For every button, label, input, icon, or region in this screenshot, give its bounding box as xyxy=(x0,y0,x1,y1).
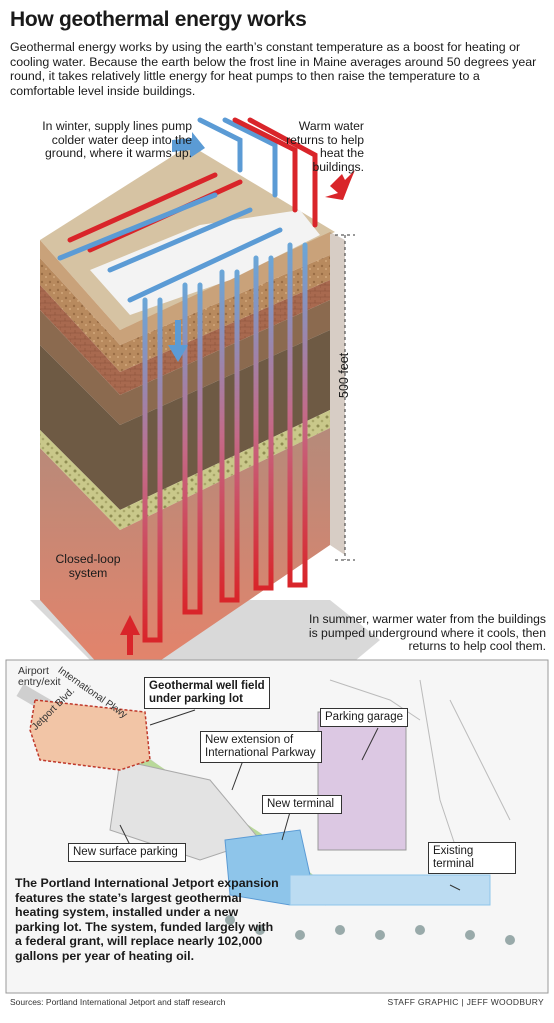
up-arrow-icon xyxy=(120,615,140,655)
well-loop-3 xyxy=(219,269,240,603)
cold-pipe-horizontal xyxy=(57,192,283,303)
pointer-garage xyxy=(361,727,379,761)
jetport-description: The Portland International Jetport expan… xyxy=(15,876,279,963)
block-side xyxy=(330,232,345,555)
intro-text: Geothermal energy works by using the ear… xyxy=(10,40,537,98)
aircraft-parking xyxy=(225,915,515,945)
pointer-parking xyxy=(119,824,131,846)
return-riser xyxy=(232,117,318,228)
parking-garage-area xyxy=(317,711,407,851)
pointer-existing xyxy=(449,884,461,891)
well-field-area xyxy=(29,699,151,771)
depth-dimension xyxy=(335,234,355,561)
warm-out-arrow-icon xyxy=(325,170,355,200)
map xyxy=(16,679,515,945)
well-loop-5 xyxy=(287,242,308,588)
parking-garage-label: Parking garage xyxy=(320,708,408,727)
well-field-label: Geothermal well field under parking lot xyxy=(144,677,270,709)
well-loop-1 xyxy=(142,297,163,643)
depth-label: 500 feet xyxy=(337,352,351,398)
sources-text: Sources: Portland International Jetport … xyxy=(10,997,226,1007)
road-lines xyxy=(329,679,511,861)
pointer-wellfield xyxy=(149,709,196,726)
well-loop-2 xyxy=(182,282,203,615)
existing-terminal-label: Existing terminal xyxy=(428,842,516,874)
layer-3 xyxy=(40,280,330,395)
airport-entry-label: Airport entry/exit xyxy=(18,665,61,688)
pointer-terminal xyxy=(281,811,291,841)
new-extension-label: New extension of International Parkway xyxy=(200,731,322,763)
surface-parking-label: New surface parking xyxy=(68,843,186,862)
layer-4 xyxy=(40,300,330,425)
cold-in-arrow-icon xyxy=(172,132,205,158)
summer-label: In summer, warmer water from the buildin… xyxy=(308,612,546,654)
closed-loop-label: Closed-loop system xyxy=(55,552,121,580)
warm-water-label: Warm water returns to help heat the buil… xyxy=(286,119,364,174)
well-loop-4 xyxy=(253,255,274,591)
credit-text: STAFF GRAPHIC | JEFF WOODBURY xyxy=(387,997,544,1007)
page-title: How geothermal energy works xyxy=(10,8,307,31)
new-terminal-label: New terminal xyxy=(262,795,342,814)
winter-label: In winter, supply lines pump colder wate… xyxy=(42,119,192,161)
supply-riser xyxy=(197,117,278,198)
layer-2 xyxy=(40,255,330,372)
pipe-system xyxy=(57,117,318,643)
down-arrow-icon xyxy=(168,320,188,362)
existing-terminal-area xyxy=(289,874,491,906)
